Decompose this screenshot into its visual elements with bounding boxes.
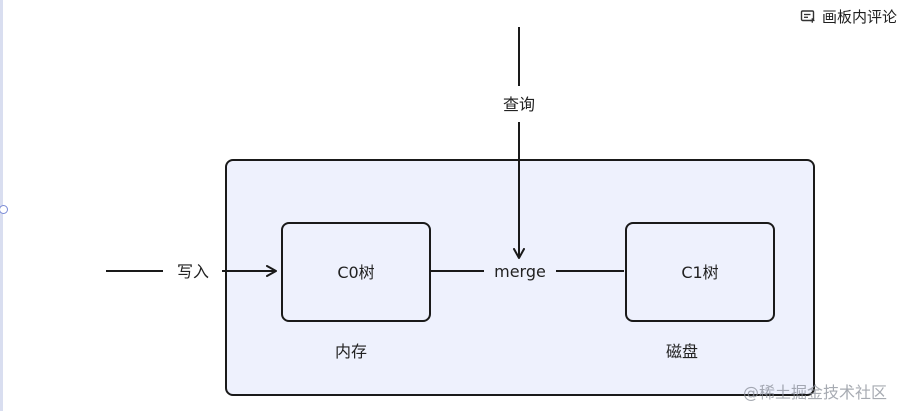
c0-tree-label: C0树 [337, 263, 374, 282]
query-label: 查询 [503, 95, 535, 114]
c0-tree-box[interactable] [281, 222, 431, 322]
write-label: 写入 [177, 262, 209, 281]
watermark: @稀土掘金技术社区 [742, 383, 887, 402]
c1-tree-label: C1树 [681, 263, 718, 282]
merge-label: merge [494, 262, 546, 281]
board-comments-button[interactable]: 画板内评论 [800, 6, 897, 28]
c1-tree-box[interactable] [625, 222, 775, 322]
board-comments-label: 画板内评论 [821, 8, 897, 26]
disk-label: 磁盘 [666, 342, 698, 361]
resize-handle[interactable] [0, 205, 8, 214]
memory-label: 内存 [335, 342, 367, 361]
comment-box-icon [800, 9, 816, 25]
